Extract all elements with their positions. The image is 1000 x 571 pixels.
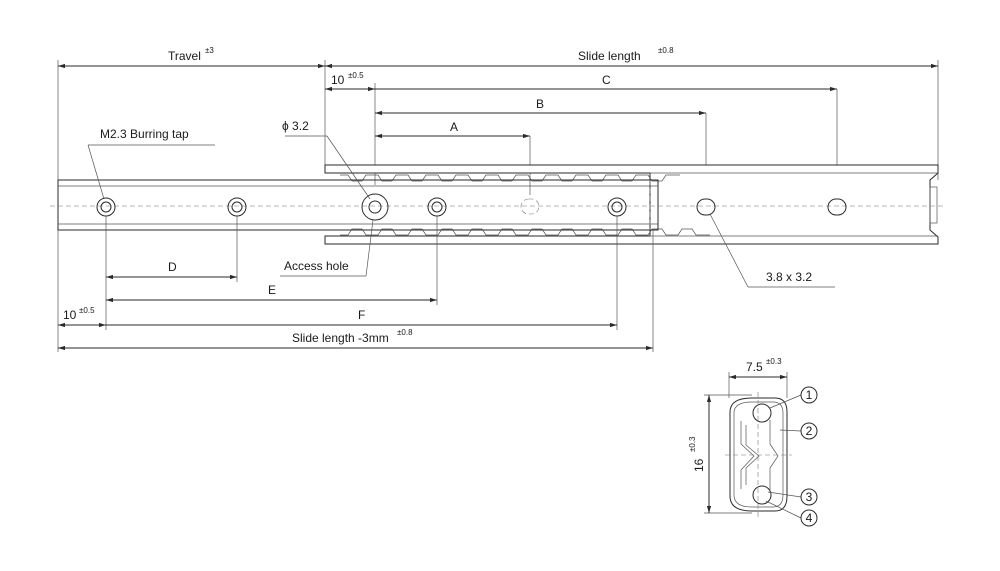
b-label: B (536, 97, 544, 111)
svg-text:3: 3 (806, 490, 813, 504)
access-hole (361, 193, 389, 221)
svg-text:4: 4 (806, 511, 813, 525)
slot-label: 3.8 x 3.2 (766, 270, 812, 284)
svg-text:1: 1 (806, 388, 813, 402)
inner-rail (57, 179, 659, 231)
mounting-slot (827, 198, 847, 216)
ten-top-tolerance: ±0.5 (348, 71, 364, 80)
balloon-1: 1 (800, 386, 818, 404)
height-tolerance: ±0.3 (688, 436, 697, 452)
height-label: 16 (692, 458, 706, 472)
width-tolerance: ±0.3 (766, 357, 782, 366)
mounting-slot (696, 198, 716, 216)
burring-tap-label: M2.3 Burring tap (100, 127, 189, 141)
slide-length-label: Slide length (578, 49, 641, 63)
travel-tolerance: ±3 (205, 46, 214, 55)
top-dimensions: Travel ±3 Slide length ±0.8 10 ±0.5 C B … (57, 46, 939, 230)
slide-length-minus-label: Slide length -3mm (292, 331, 389, 345)
bottom-dimensions: D E 10 ±0.5 F Slide length -3mm ±0.8 (57, 216, 654, 352)
ball-retainer (340, 174, 710, 236)
phi-label: ϕ 3.2 (282, 119, 309, 133)
ten-top-label: 10 (331, 73, 345, 87)
c-label: C (602, 73, 611, 87)
balloon-3: 3 (800, 488, 818, 506)
a-label: A (450, 120, 458, 134)
ten-bottom-tolerance: ±0.5 (79, 306, 95, 315)
e-label: E (268, 283, 276, 297)
balloon-2: 2 (800, 422, 818, 440)
hidden-slot (520, 198, 540, 215)
width-label: 7.5 (746, 360, 763, 374)
cross-section-view: 7.5 ±0.3 16 ±0.3 1 2 (688, 357, 818, 527)
svg-text:2: 2 (806, 424, 813, 438)
ten-bottom-label: 10 (63, 308, 77, 322)
slide-length-minus-tolerance: ±0.8 (397, 328, 413, 337)
balloon-4: 4 (800, 509, 818, 527)
slide-rail (50, 164, 945, 245)
slide-length-tolerance: ±0.8 (658, 46, 674, 55)
outer-profile (729, 397, 788, 512)
callouts: M2.3 Burring tap ϕ 3.2 Access hole 3.8 x… (87, 119, 835, 288)
access-hole-label: Access hole (284, 259, 349, 273)
f-label: F (358, 308, 365, 322)
travel-label: Travel (168, 49, 201, 63)
d-label: D (168, 260, 177, 274)
